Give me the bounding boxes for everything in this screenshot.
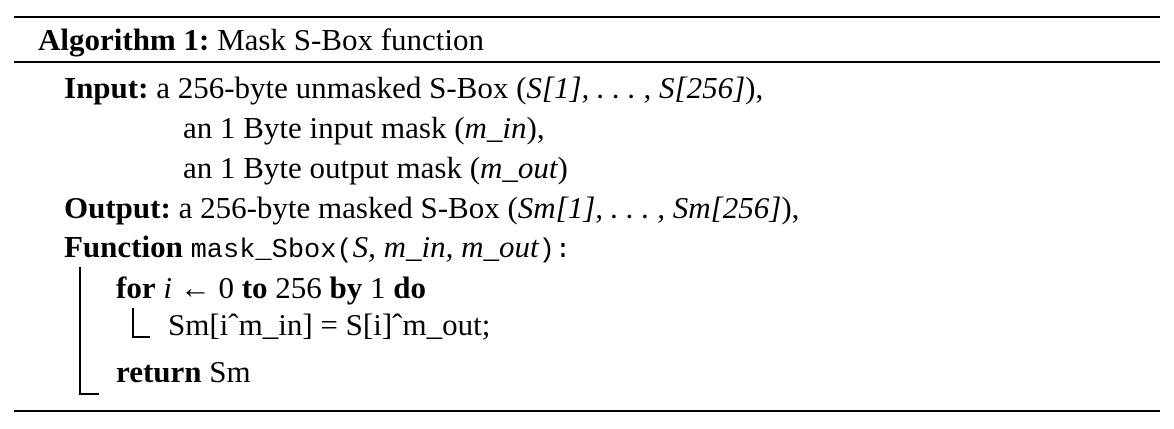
for-keyword: for [116,270,156,305]
output-end: ), [781,190,800,225]
input-line1-math: S[1], . . . , S[256] [526,70,746,105]
function-args: S, m_in, m_out [352,229,539,264]
do-keyword: do [393,270,427,305]
output-text: a 256-byte masked S-Box ( [178,190,518,225]
input-label: Input: [64,70,149,105]
input-line2-text: an 1 Byte input mask ( [183,110,465,145]
input-line-1: Input: a 256-byte unmasked S-Box (S[1], … [64,70,763,106]
input-line2-end: ), [526,110,545,145]
input-line1-end: ), [745,70,764,105]
by-keyword: by [329,270,363,305]
bottom-rule [14,410,1160,412]
assignment-statement: Sm[iˆm_in] = S[i]ˆm_out; [168,307,491,342]
input-line3-math: m_out [480,150,558,185]
top-rule [14,16,1160,18]
function-keyword: Function [64,229,183,264]
loop-body-statement: Sm[iˆm_in] = S[i]ˆm_out; [168,307,490,343]
loop-step: 1 [370,270,386,305]
function-block-foot [79,393,99,395]
loop-block-bar [132,308,134,338]
return-keyword: return [116,354,202,389]
output-label: Output: [64,190,171,225]
return-line: return Sm [116,354,251,390]
function-block-bar [79,267,81,395]
to-keyword: to [241,270,268,305]
loop-end: 256 [275,270,322,305]
for-line: for i ← 0 to 256 by 1 do [116,270,426,306]
output-line: Output: a 256-byte masked S-Box (Sm[1], … [64,190,799,226]
input-line3-end: ) [557,150,568,185]
return-value: Sm [209,354,251,389]
function-line: Function mask_Sbox(S, m_in, m_out): [64,229,571,269]
input-line1-text: a 256-byte unmasked S-Box ( [156,70,527,105]
input-line2-math: m_in [464,110,527,145]
algorithm-title: Mask S-Box function [217,22,485,57]
input-line3-text: an 1 Byte output mask ( [183,150,481,185]
loop-start: 0 [218,270,234,305]
function-name: mask_Sbox( [190,236,353,266]
input-line-3: an 1 Byte output mask (m_out) [183,150,568,186]
assign-arrow: ← [179,270,211,305]
input-line-2: an 1 Byte input mask (m_in), [183,110,545,146]
algorithm-caption: Algorithm 1: Mask S-Box function [38,22,484,58]
loop-block-foot [132,336,150,338]
loop-variable: i [163,270,172,305]
header-rule [14,61,1160,63]
algorithm-label: Algorithm 1: [38,22,210,57]
output-math: Sm[1], . . . , Sm[256] [517,190,782,225]
function-close: ): [538,236,572,266]
